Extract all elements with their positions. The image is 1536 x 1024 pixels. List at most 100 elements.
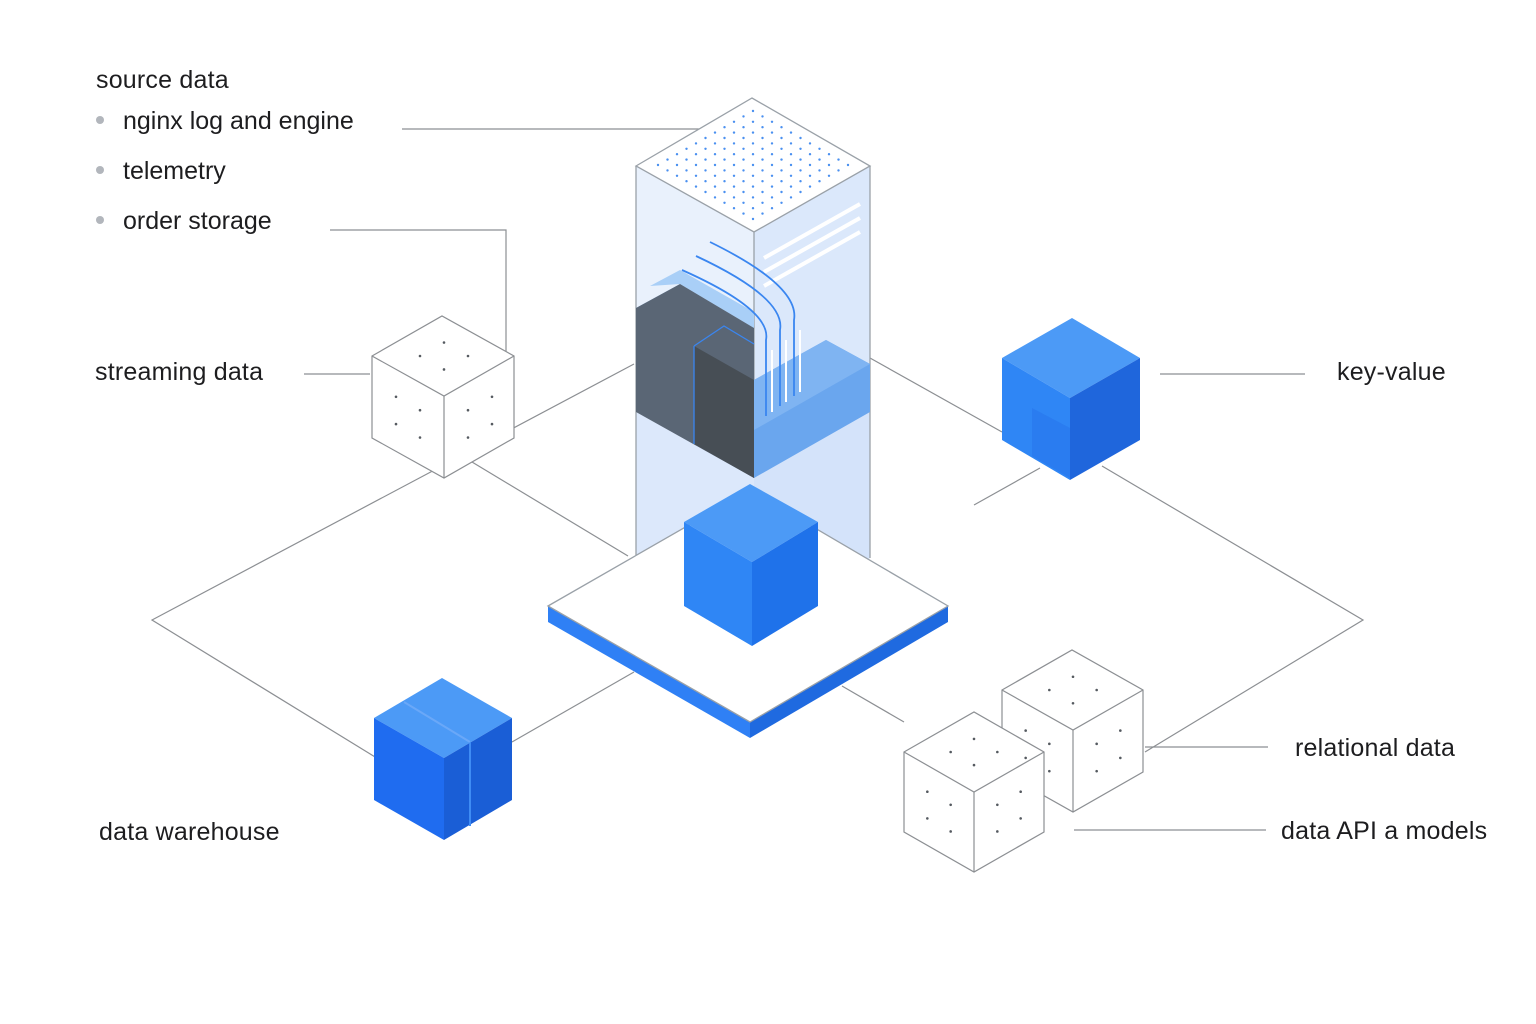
data-flow-pipes — [681, 241, 796, 416]
dot — [1048, 688, 1051, 692]
dot — [694, 174, 698, 177]
stripe — [763, 202, 861, 260]
dot — [818, 147, 821, 150]
dot — [818, 158, 821, 161]
pipe — [709, 241, 796, 396]
processing-cube — [684, 484, 818, 646]
tower-side-stripes — [763, 202, 861, 288]
dot — [685, 180, 688, 183]
dot — [685, 158, 688, 161]
source-item: order storage — [96, 196, 354, 246]
dot — [926, 817, 929, 820]
dot — [761, 147, 764, 150]
dot — [837, 169, 840, 172]
dot — [837, 158, 840, 161]
dot — [466, 408, 470, 412]
dot — [780, 136, 783, 140]
source-item-label: nginx log and engine — [123, 107, 354, 135]
dot — [799, 147, 802, 150]
order-storage-leader-line — [330, 229, 507, 352]
dot — [780, 126, 783, 129]
streaming-to-platform-line — [471, 461, 629, 557]
dot — [704, 136, 707, 140]
bullet-icon — [96, 116, 104, 124]
data-api-models-label: data API a models — [1281, 817, 1488, 845]
dot — [675, 153, 679, 156]
dot — [1071, 675, 1075, 679]
dot — [742, 190, 745, 194]
relational-data-label: relational data — [1295, 734, 1456, 762]
dot — [761, 190, 764, 194]
dot — [713, 131, 717, 134]
dot — [490, 395, 494, 399]
cube-top — [374, 678, 512, 758]
cube-right — [752, 522, 818, 646]
dot — [685, 169, 688, 172]
dot — [761, 158, 764, 161]
platform-left-edge — [548, 606, 750, 738]
dot — [418, 408, 422, 412]
stripe — [763, 216, 861, 274]
dot — [694, 142, 698, 145]
key-value-label: key-value — [1337, 358, 1446, 386]
dot — [694, 185, 698, 188]
cube-right — [1070, 358, 1140, 480]
dot — [742, 212, 745, 215]
source-data-title: source data — [96, 66, 229, 94]
right-lower-line — [1101, 465, 1365, 753]
dot — [732, 153, 736, 156]
dot — [1019, 817, 1022, 820]
bullet-icon — [96, 166, 104, 174]
dot — [972, 737, 976, 741]
dot — [1095, 769, 1098, 773]
dot — [818, 169, 821, 172]
dot — [780, 158, 783, 161]
cube-top — [684, 484, 818, 562]
dot — [394, 422, 398, 426]
dot — [704, 169, 707, 172]
dot — [799, 190, 802, 194]
dot — [799, 180, 802, 183]
cube-left — [374, 718, 444, 840]
dot — [713, 142, 717, 145]
dot — [1024, 729, 1027, 732]
dot — [723, 158, 726, 161]
dot — [789, 163, 793, 167]
dot — [713, 163, 717, 167]
dot — [996, 750, 999, 754]
dot — [799, 136, 802, 140]
dot — [751, 207, 755, 210]
dot — [770, 207, 774, 210]
dot — [751, 163, 755, 167]
dot — [666, 169, 669, 172]
dot — [656, 163, 660, 167]
dot — [723, 201, 726, 204]
dot — [751, 196, 755, 199]
dot — [394, 395, 398, 399]
stripe — [763, 230, 861, 288]
source-item: nginx log and engine — [96, 96, 354, 146]
tower-top-dot-grid — [656, 109, 850, 221]
dot — [742, 201, 745, 204]
dot — [694, 163, 698, 167]
dot — [723, 136, 726, 140]
dot — [780, 169, 783, 172]
pipe — [695, 255, 782, 406]
dot — [996, 830, 999, 833]
dot — [770, 120, 774, 124]
dot — [723, 180, 726, 183]
dot — [789, 142, 793, 145]
dot — [713, 174, 717, 177]
dot — [761, 136, 764, 140]
dot — [442, 368, 446, 371]
dot — [751, 174, 755, 177]
dot — [732, 131, 736, 134]
dot — [666, 158, 669, 161]
dot — [761, 212, 764, 215]
dot — [1048, 742, 1051, 746]
streaming-data-label: streaming data — [95, 358, 264, 386]
dot — [799, 169, 802, 172]
cube-left — [684, 522, 752, 646]
dot — [418, 354, 422, 358]
dot — [846, 163, 850, 167]
